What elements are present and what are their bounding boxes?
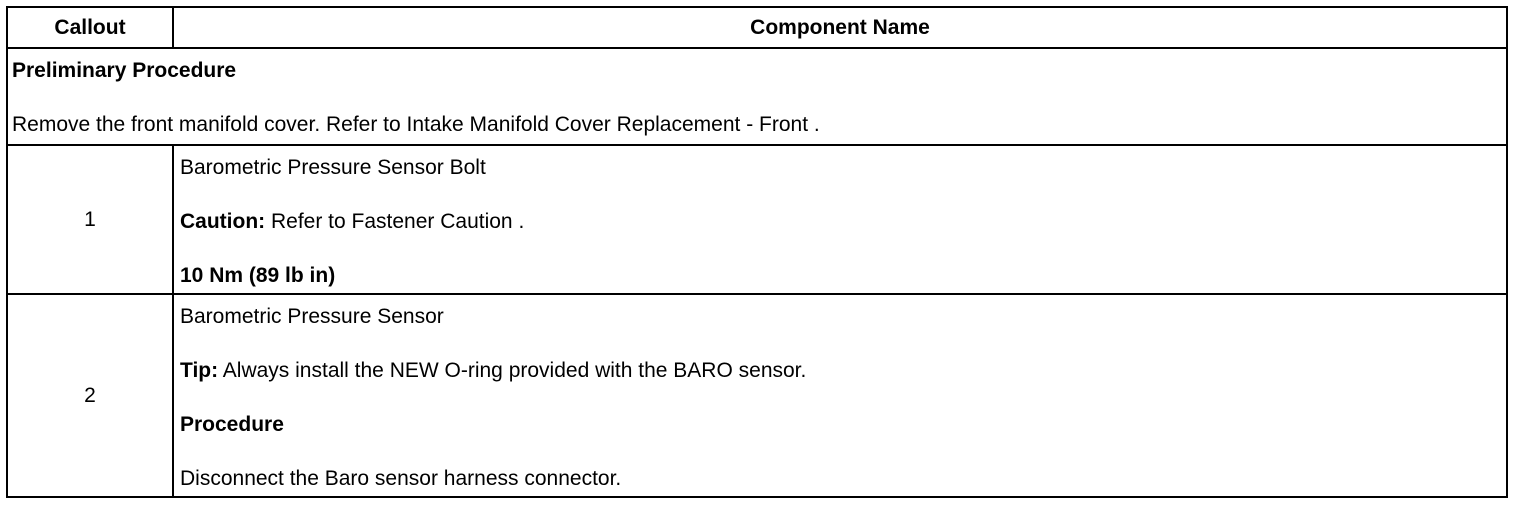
component-name: Barometric Pressure Sensor [180, 305, 444, 328]
preliminary-title: Preliminary Procedure [12, 59, 237, 82]
table-header-row: Callout Component Name [6, 6, 1508, 49]
procedure-text: Disconnect the Baro sensor harness conne… [180, 467, 622, 490]
callout-cell: 1 [6, 144, 174, 295]
header-callout: Callout [6, 6, 174, 49]
caution-text: Refer to Fastener Caution . [265, 210, 525, 233]
preliminary-cell: Preliminary Procedure Remove the front m… [6, 47, 1508, 146]
component-table: Callout Component Name Preliminary Proce… [6, 6, 1508, 498]
table-row: 2 Barometric Pressure Sensor Tip: Always… [6, 293, 1508, 498]
torque-spec: 10 Nm (89 lb in) [180, 264, 336, 287]
tip-line: Tip: Always install the NEW O-ring provi… [180, 357, 1500, 384]
preliminary-text: Remove the front manifold cover. Refer t… [12, 113, 820, 136]
header-component-name: Component Name [172, 6, 1508, 49]
component-cell: Barometric Pressure Sensor Tip: Always i… [172, 293, 1508, 498]
caution-line: Caution: Refer to Fastener Caution . [180, 208, 1500, 235]
tip-text: Always install the NEW O-ring provided w… [218, 359, 807, 382]
component-name: Barometric Pressure Sensor Bolt [180, 156, 486, 179]
component-cell: Barometric Pressure Sensor Bolt Caution:… [172, 144, 1508, 295]
table-row: 1 Barometric Pressure Sensor Bolt Cautio… [6, 144, 1508, 295]
preliminary-row: Preliminary Procedure Remove the front m… [6, 47, 1508, 146]
callout-cell: 2 [6, 293, 174, 498]
caution-label: Caution: [180, 210, 266, 233]
tip-label: Tip: [180, 359, 219, 382]
procedure-label: Procedure [180, 413, 284, 436]
